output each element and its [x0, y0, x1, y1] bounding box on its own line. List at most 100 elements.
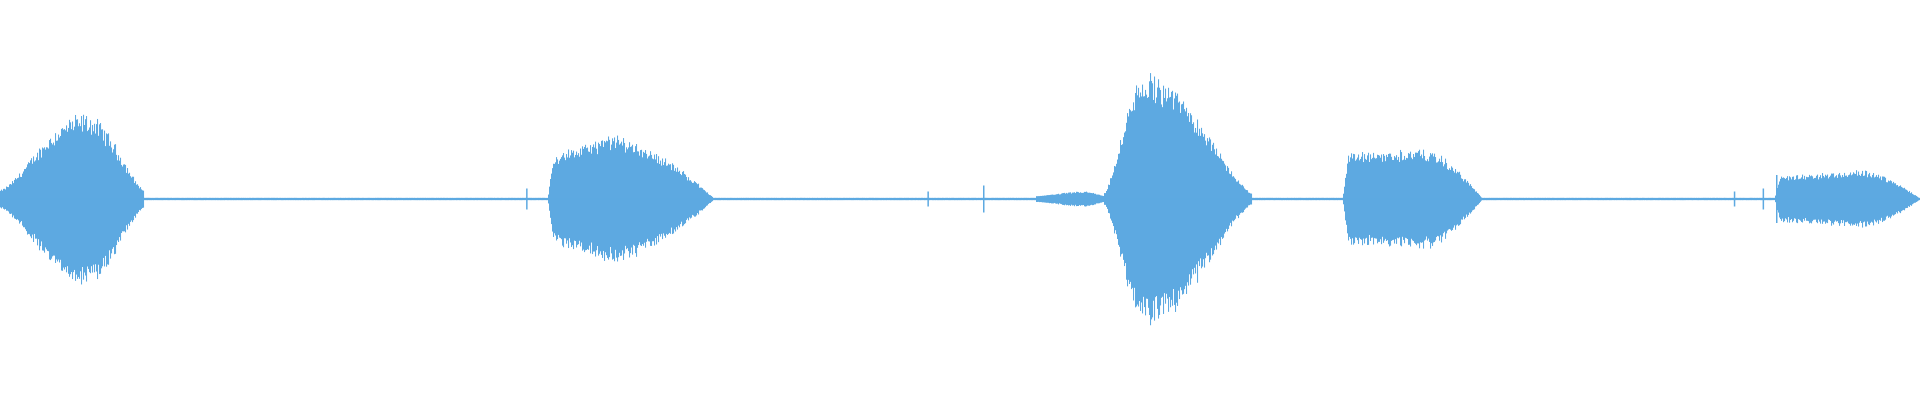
waveform-sample — [44, 147, 46, 253]
waveform-sample — [1199, 128, 1201, 267]
waveform-sample — [631, 146, 633, 248]
waveform-sample — [1201, 127, 1203, 269]
waveform-sample — [1363, 162, 1365, 239]
waveform-sample — [1180, 112, 1182, 288]
waveform-sample — [636, 144, 638, 257]
waveform-sample — [105, 146, 107, 256]
waveform-sample — [1384, 155, 1386, 241]
waveform-sample — [665, 158, 667, 238]
waveform-sample — [1152, 83, 1154, 318]
waveform-sample — [577, 155, 579, 245]
waveform-sample — [1427, 159, 1429, 241]
waveform-sample — [1128, 116, 1130, 280]
waveform-sample — [613, 141, 615, 259]
waveform-sample — [1175, 92, 1177, 312]
waveform-sample — [123, 164, 125, 232]
waveform-sample — [644, 152, 646, 243]
waveform-sample — [83, 114, 85, 280]
waveform-sample — [1163, 85, 1165, 314]
waveform-sample — [1170, 96, 1172, 308]
waveform-sample — [640, 150, 642, 246]
waveform-sample — [1145, 89, 1147, 316]
waveform-sample — [79, 123, 81, 279]
waveform-sample — [1195, 127, 1197, 274]
waveform-sample — [1370, 154, 1372, 241]
waveform-sample — [1133, 102, 1135, 301]
waveform-sample — [1425, 160, 1427, 240]
waveform-sample — [71, 129, 73, 273]
waveform-sample — [1436, 162, 1438, 238]
waveform-sample — [1398, 156, 1400, 239]
waveform-sample — [1155, 103, 1157, 298]
waveform-sample — [1178, 102, 1180, 291]
waveform-sample — [55, 133, 57, 263]
waveform-sample — [563, 153, 565, 248]
waveform-sample — [580, 148, 582, 247]
waveform-sample — [606, 140, 608, 256]
waveform-sample — [674, 170, 676, 230]
waveform-sample — [1348, 155, 1350, 241]
waveform-sample — [112, 152, 114, 249]
waveform-sample — [109, 145, 111, 251]
waveform-sample — [1430, 153, 1432, 249]
waveform-sample — [57, 140, 59, 262]
waveform-sample — [597, 154, 599, 247]
waveform-sample — [1129, 108, 1131, 284]
waveform-sample — [102, 129, 104, 267]
waveform-sample — [622, 145, 624, 251]
waveform-sample — [73, 130, 75, 273]
waveform-sample — [59, 137, 61, 263]
waveform-sample — [1856, 170, 1858, 226]
waveform-sample — [1783, 177, 1785, 223]
waveform-sample — [1226, 170, 1228, 229]
waveform-sample — [93, 131, 95, 265]
waveform-sample — [564, 157, 566, 239]
waveform-sample — [1450, 169, 1452, 230]
waveform-sample — [553, 163, 555, 237]
waveform-sample — [1186, 107, 1188, 294]
waveform-sample — [1143, 96, 1145, 297]
waveform-sample — [1148, 96, 1150, 308]
waveform-sample — [562, 155, 564, 246]
waveform-sample — [1411, 157, 1413, 239]
waveform-sample — [651, 154, 653, 246]
waveform-sample — [1131, 111, 1133, 290]
waveform-sample — [601, 140, 603, 255]
waveform-sample — [585, 144, 587, 251]
waveform-sample — [1203, 136, 1205, 260]
waveform-sample — [1171, 91, 1173, 300]
waveform-sample — [1169, 97, 1171, 298]
waveform-sample — [1146, 94, 1148, 299]
waveform-sample — [76, 119, 78, 275]
waveform-sample — [113, 149, 115, 248]
waveform-sample — [653, 159, 655, 242]
waveform-sample — [68, 127, 70, 274]
waveform-sample — [1197, 119, 1199, 283]
waveform-sample — [72, 121, 74, 280]
waveform-sample — [575, 154, 577, 242]
waveform-sample — [1852, 174, 1854, 226]
waveform-sample — [1222, 160, 1224, 239]
waveform-sample — [1144, 96, 1146, 308]
waveform-sample — [1428, 161, 1430, 239]
waveform-sample — [591, 153, 593, 243]
waveform-sample — [652, 158, 654, 242]
waveform-sample — [1446, 162, 1448, 234]
waveform-sample — [624, 142, 626, 254]
waveform-sample — [54, 145, 56, 256]
waveform-sample — [1212, 144, 1214, 256]
waveform-sample — [1372, 157, 1374, 238]
waveform-sample — [34, 161, 36, 234]
waveform-sample — [1137, 95, 1139, 305]
waveform-sample — [666, 165, 668, 234]
waveform-sample — [1406, 157, 1408, 239]
waveform-sample — [1215, 154, 1217, 246]
waveform-sample — [1181, 104, 1183, 291]
waveform-sample — [608, 136, 610, 260]
waveform-sample — [1135, 92, 1137, 308]
waveform-sample — [1434, 153, 1436, 242]
waveform-sample — [1159, 87, 1161, 315]
waveform-sample — [605, 142, 607, 253]
